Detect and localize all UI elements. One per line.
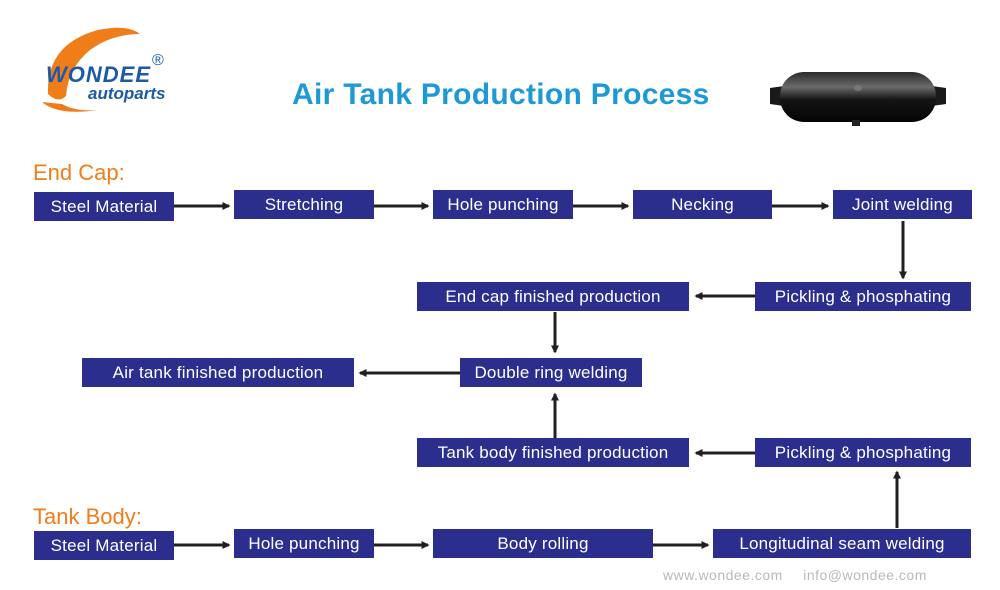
step-tb-pickling-phosphating: Pickling & phosphating — [755, 438, 971, 467]
page-title: Air Tank Production Process — [292, 78, 710, 111]
step-tb-steel-material: Steel Material — [34, 531, 174, 560]
brand-sub: autoparts — [88, 84, 166, 103]
registered-mark: ® — [152, 52, 164, 69]
step-ec-stretching: Stretching — [234, 190, 374, 219]
air-tank-illustration — [770, 72, 946, 126]
step-ec-joint-welding: Joint welding — [833, 190, 972, 219]
step-ec-necking: Necking — [633, 190, 772, 219]
logo-swoosh-icon — [42, 27, 140, 112]
brand-name: WONDEE — [46, 62, 151, 87]
section-label-tank-body: Tank Body: — [33, 504, 142, 529]
step-ec-finished-production: End cap finished production — [417, 282, 689, 311]
step-tb-hole-punching: Hole punching — [234, 529, 374, 558]
step-tb-finished-production: Tank body finished production — [417, 438, 689, 467]
step-ec-pickling-phosphating: Pickling & phosphating — [755, 282, 971, 311]
footer-email[interactable]: info@wondee.com — [803, 567, 927, 583]
section-label-end-cap: End Cap: — [33, 160, 125, 185]
brand-logo: WONDEE autoparts ® — [28, 24, 188, 116]
step-tb-longitudinal-seam-welding: Longitudinal seam welding — [713, 529, 971, 558]
step-ec-steel-material: Steel Material — [34, 192, 174, 221]
step-ec-hole-punching: Hole punching — [433, 190, 573, 219]
footer-contact: www.wondee.com info@wondee.com — [663, 567, 943, 583]
step-double-ring-welding: Double ring welding — [460, 358, 642, 387]
step-air-tank-finished-production: Air tank finished production — [82, 358, 354, 387]
step-tb-body-rolling: Body rolling — [433, 529, 653, 558]
footer-website[interactable]: www.wondee.com — [663, 567, 783, 583]
